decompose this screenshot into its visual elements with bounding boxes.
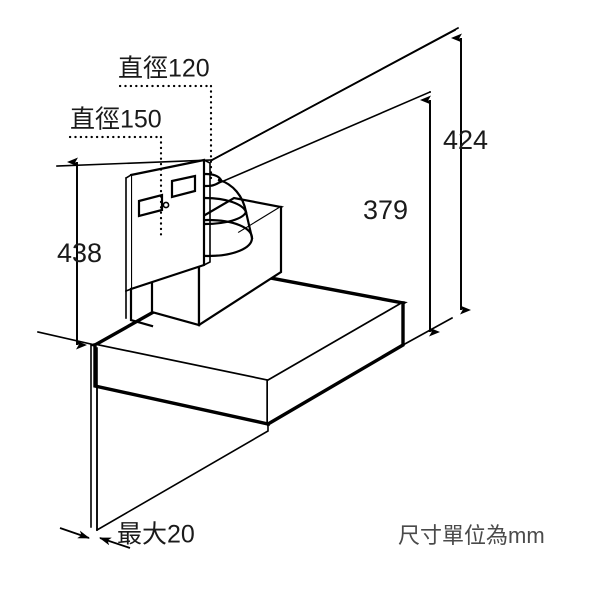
leader-diameter-150: 直徑150 xyxy=(68,106,163,240)
dimension-max-20-label: 最大20 xyxy=(117,521,195,549)
dimension-379-label: 379 xyxy=(363,195,408,225)
units-note: 尺寸單位為mm xyxy=(398,523,545,548)
leader-diameter-120: 直徑120 xyxy=(118,55,213,180)
arrow-right-icon xyxy=(59,527,90,539)
dimension-438: 438 xyxy=(57,157,102,350)
hood-canopy-body xyxy=(90,268,408,532)
dimension-379: 379 xyxy=(363,95,440,337)
arrow-left-icon xyxy=(99,537,131,549)
dimension-438-label: 438 xyxy=(57,238,102,268)
dimension-424-label: 424 xyxy=(443,125,488,155)
wall-mounting-bracket xyxy=(124,158,211,328)
leader-diameter-120-label: 直徑120 xyxy=(118,55,210,83)
dimension-max-20: 最大20 xyxy=(59,521,195,549)
dimension-424: 424 xyxy=(443,33,488,315)
leader-diameter-150-label: 直徑150 xyxy=(70,106,162,134)
